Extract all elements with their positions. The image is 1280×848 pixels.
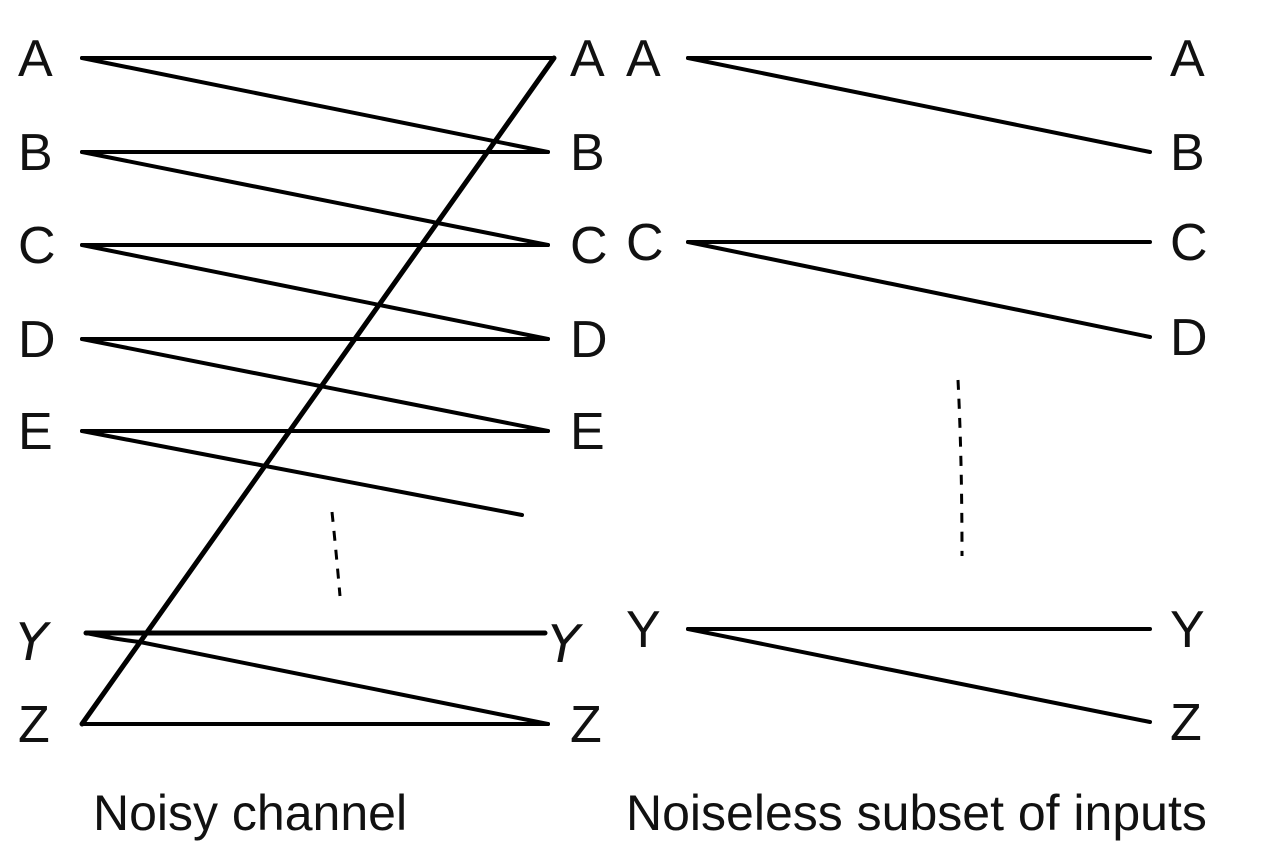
edge-a-b bbox=[80, 56, 550, 154]
noisy-input-y: Y bbox=[16, 613, 52, 673]
noisy-input-a: A bbox=[18, 30, 53, 88]
noisy-input-e: E bbox=[18, 403, 53, 461]
subset-ellipsis-dots bbox=[956, 379, 964, 557]
noisy-input-z: Z bbox=[18, 696, 50, 754]
edge-c-d bbox=[80, 243, 550, 341]
subset-output-y: Y bbox=[1170, 601, 1205, 659]
noisy-input-b: B bbox=[18, 124, 53, 182]
subset-input-y: Y bbox=[626, 601, 661, 659]
noiseless-subset-edges bbox=[686, 56, 1152, 724]
subset-output-d: D bbox=[1170, 309, 1208, 367]
noisy-channel-caption: Noisy channel bbox=[93, 785, 407, 841]
subset-edge-c-d bbox=[686, 240, 1152, 339]
subset-input-c: C bbox=[626, 214, 664, 272]
noisy-output-z: Z bbox=[570, 696, 602, 754]
noisy-output-b: B bbox=[570, 124, 605, 182]
noisy-output-c: C bbox=[570, 217, 608, 275]
subset-output-a: A bbox=[1170, 30, 1205, 88]
edge-z-a bbox=[79, 55, 557, 727]
subset-input-a: A bbox=[626, 30, 661, 88]
subset-edge-a-b bbox=[686, 56, 1152, 154]
noisy-channel-edges bbox=[79, 55, 557, 727]
noisy-input-c: C bbox=[18, 217, 56, 275]
noisy-output-e: E bbox=[570, 403, 605, 461]
noiseless-subset-caption: Noiseless subset of inputs bbox=[626, 785, 1207, 841]
noiseless-subset-inputs: A C Y bbox=[626, 30, 664, 659]
noisy-input-d: D bbox=[18, 311, 56, 369]
edge-b-c bbox=[80, 150, 550, 247]
ellipsis-dots bbox=[330, 511, 342, 597]
noiseless-subset-outputs: A B C D Y Z bbox=[1170, 30, 1208, 752]
noisy-output-a: A bbox=[570, 30, 605, 88]
edge-y-z bbox=[84, 631, 550, 726]
edge-e-next bbox=[80, 429, 524, 517]
noisy-channel-inputs: A B C D E Y Z bbox=[16, 30, 56, 754]
subset-output-b: B bbox=[1170, 124, 1205, 182]
noisy-channel-outputs: A B C D E Y Z bbox=[548, 30, 608, 754]
subset-edge-y-z bbox=[686, 627, 1152, 724]
noisy-output-d: D bbox=[570, 311, 608, 369]
subset-output-z: Z bbox=[1170, 694, 1202, 752]
noisy-output-y: Y bbox=[548, 615, 584, 675]
edge-d-e bbox=[80, 337, 550, 433]
subset-output-c: C bbox=[1170, 214, 1208, 272]
